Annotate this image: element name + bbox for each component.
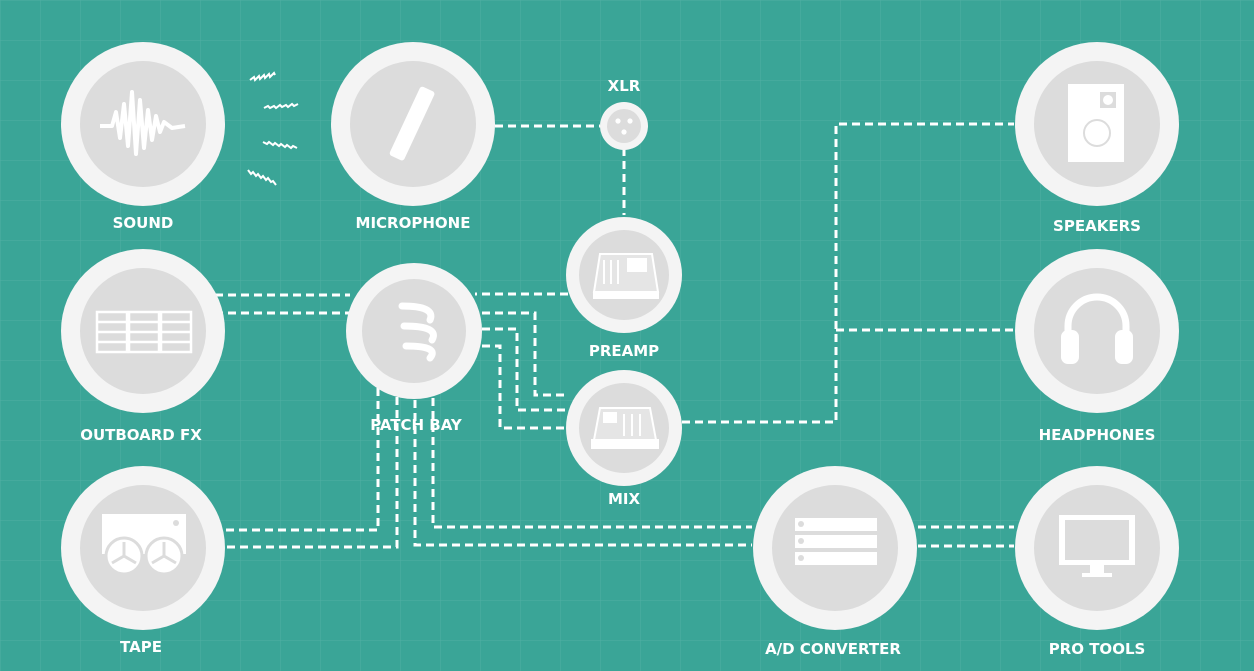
node-xlr: XLR [600, 77, 648, 150]
connector-patchbay-tape-2 [225, 397, 399, 549]
label-ad-converter: A/D CONVERTER [765, 640, 901, 658]
node-patch-bay: PATCH BAY [346, 263, 482, 434]
xlr-connector-icon [615, 118, 633, 135]
label-outboard-fx: OUTBOARD FX [80, 426, 202, 444]
sound-waves-icon [247, 71, 299, 186]
label-headphones: HEADPHONES [1039, 426, 1156, 444]
headphones-icon [1061, 293, 1133, 364]
label-microphone: MICROPHONE [356, 214, 471, 232]
connector-patchbay-mix-2 [482, 327, 568, 412]
connector-patchbay-mix-3 [482, 344, 568, 430]
label-mix: MIX [608, 490, 641, 508]
node-pro-tools: PRO TOOLS [1015, 466, 1179, 658]
label-tape: TAPE [120, 638, 162, 656]
connector-patchbay-mix-1 [482, 311, 568, 397]
connector-patchbay-ad-1 [413, 400, 752, 547]
connector-patchbay-ad-2 [431, 398, 752, 529]
label-speakers: SPEAKERS [1053, 217, 1141, 235]
node-tape: TAPE [61, 466, 225, 656]
mixing-console-icon [591, 407, 659, 449]
node-ad-converter: A/D CONVERTER [753, 466, 917, 658]
speaker-icon [1068, 84, 1124, 162]
node-outboard-fx: OUTBOARD FX [61, 249, 225, 444]
connector-lines [215, 122, 1014, 549]
preamp-icon [592, 253, 660, 299]
node-headphones: HEADPHONES [1015, 249, 1179, 444]
connector-mix-speakers-headphones [682, 122, 1014, 424]
label-preamp: PREAMP [589, 342, 659, 360]
rack-icon [95, 310, 193, 354]
converter-icon [795, 518, 877, 565]
node-mix: MIX [566, 370, 682, 508]
node-preamp: PREAMP [566, 217, 682, 360]
tape-machine-icon [102, 514, 186, 576]
patch-bay-icon [398, 302, 437, 362]
waveform-icon [100, 90, 186, 156]
node-speakers: SPEAKERS [1015, 42, 1179, 235]
microphone-icon [389, 86, 435, 161]
label-xlr: XLR [608, 77, 641, 95]
label-patch-bay: PATCH BAY [370, 416, 463, 434]
monitor-icon [1059, 515, 1135, 577]
label-sound: SOUND [113, 214, 174, 232]
node-microphone: MICROPHONE [331, 42, 495, 232]
node-sound: SOUND [61, 42, 225, 232]
label-pro-tools: PRO TOOLS [1049, 640, 1146, 658]
